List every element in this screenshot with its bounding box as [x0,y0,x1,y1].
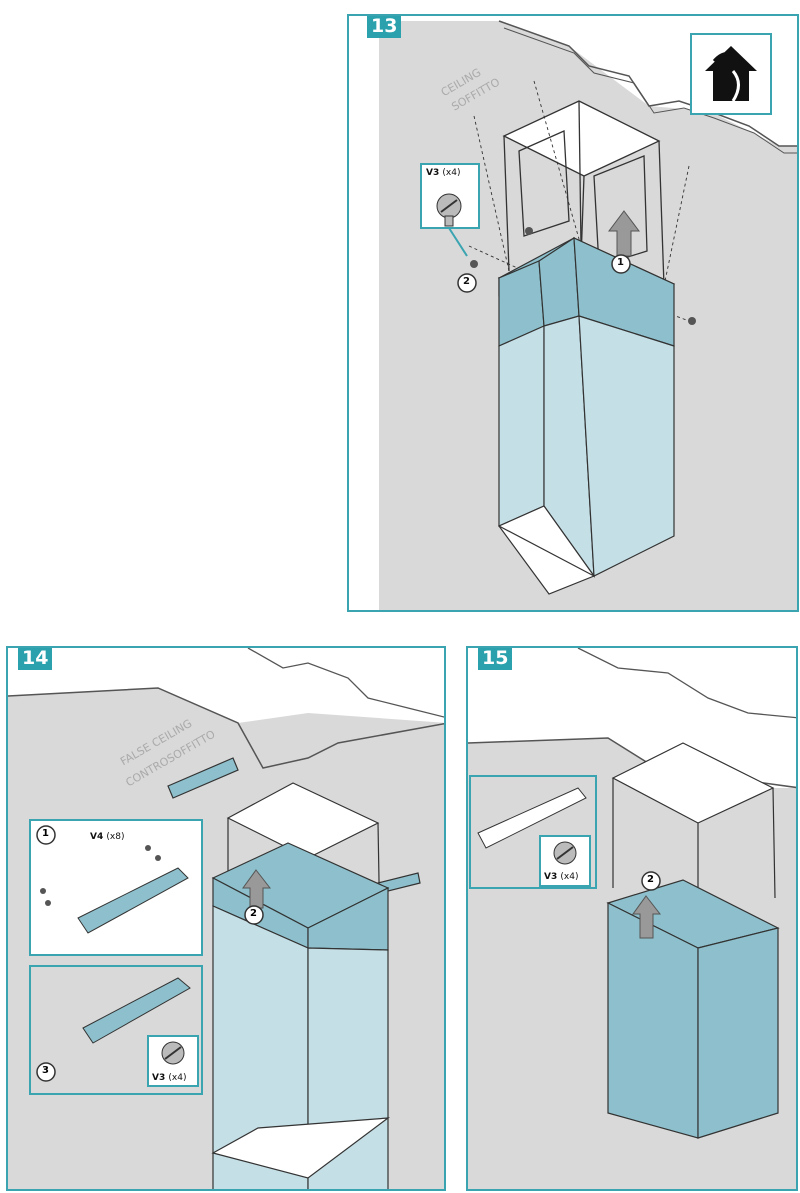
chimney-telescopic [211,842,391,1189]
frame-structure [611,742,776,908]
inset-detail [469,775,597,889]
inset-1 [29,819,203,956]
arrow-up-icon [632,895,662,939]
screw-code: V3 [544,872,558,882]
marker-1-label: 1 [617,257,624,268]
marker-2-label: 2 [647,874,654,885]
screw-code: V3 [426,168,440,178]
step-marker-2 [457,273,477,293]
marker-2-label: 2 [463,276,470,287]
screw-qty: (x4) [442,168,461,178]
step-marker-3 [36,1062,56,1082]
screw-icon [470,227,696,325]
ceiling-edge [498,20,797,147]
step-14-illustration [8,648,444,1189]
step-13-panel: 13 [347,14,799,612]
step-marker-2 [641,871,661,891]
step-marker-1 [36,825,56,845]
screw-qty: (x4) [560,872,579,882]
marker-3-label: 3 [42,1065,49,1076]
step-marker-1 [611,254,631,274]
chimney-telescopic [497,236,676,595]
step-number-badge: 13 [367,16,402,38]
screw-code: V4 [90,832,104,842]
screw-code-label-b: V3 (x4) [152,1073,186,1083]
step-marker-2 [244,905,264,925]
step-14-panel: 14 [6,646,446,1191]
home-side-icon [690,33,772,115]
screw-code-label: V3 (x4) [544,872,578,882]
step-15-panel: 15 V3 (x4) 2 [466,646,798,1191]
chimney-telescopic [606,879,780,1139]
inset-3 [29,965,203,1095]
ceiling-edge-inner [503,27,797,154]
screw-callout-v3 [420,163,480,257]
screw-code-label: V3 (x4) [426,168,460,178]
screw-qty: (x8) [106,832,125,842]
step-15-illustration [468,648,796,1189]
marker-1-label: 1 [42,828,49,839]
marker-2-label: 2 [250,908,257,919]
screw-code: V3 [152,1073,166,1083]
screw-qty: (x4) [168,1073,187,1083]
step-number-badge: 15 [478,648,513,670]
step-13-illustration [379,20,797,610]
step-number-badge: 14 [18,648,53,670]
screw-code-label-a: V4 (x8) [90,832,124,842]
